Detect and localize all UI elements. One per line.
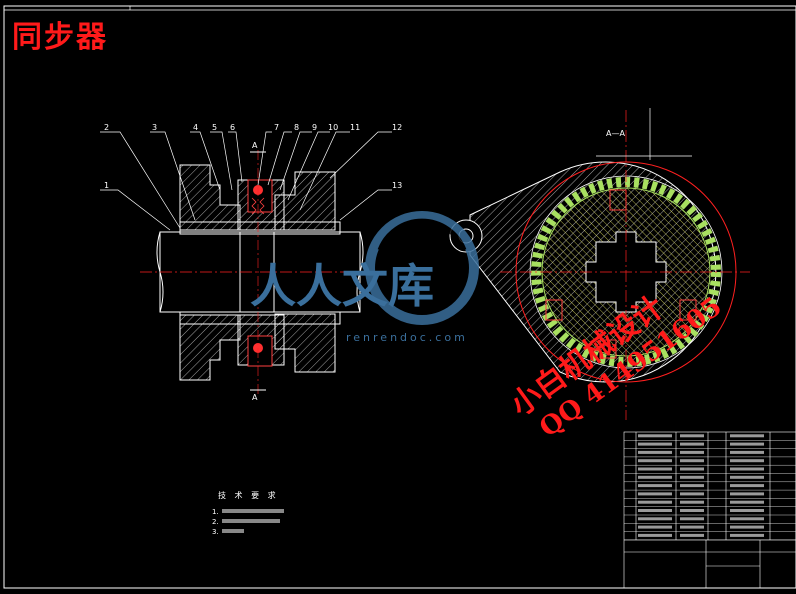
parts-cell-mark <box>638 509 672 512</box>
parts-cell-mark <box>730 434 764 438</box>
parts-cell-mark <box>730 509 764 512</box>
section-a-a-view: A—A <box>449 108 750 420</box>
callout-5: 5 <box>212 123 217 132</box>
parts-cell-mark <box>730 517 764 521</box>
leader-lines <box>100 131 392 231</box>
tech-req-item-2: 2. <box>212 518 219 526</box>
parts-cell-mark <box>680 467 704 471</box>
parts-cell-mark <box>680 500 704 504</box>
gear-right-lower <box>274 313 336 373</box>
parts-list-text-marks <box>638 434 764 537</box>
parts-cell-mark <box>730 475 764 479</box>
callout-9: 9 <box>312 123 317 132</box>
callout-2: 2 <box>104 123 109 132</box>
callout-8: 8 <box>294 123 299 132</box>
tech-req-line-3 <box>222 529 244 533</box>
parts-cell-mark <box>680 475 704 479</box>
parts-cell-mark <box>638 517 672 521</box>
callout-13: 13 <box>392 181 402 190</box>
parts-cell-mark <box>638 484 672 488</box>
tech-req-line-2 <box>222 519 280 523</box>
section-label: A—A <box>606 129 625 138</box>
spline-lower <box>179 311 341 325</box>
parts-cell-mark <box>680 492 704 496</box>
callout-11: 11 <box>350 123 360 132</box>
parts-cell-mark <box>680 533 704 537</box>
callout-7: 7 <box>274 123 279 132</box>
parts-cell-mark <box>638 533 672 537</box>
parts-cell-mark <box>638 492 672 496</box>
tech-req-line-1 <box>222 509 284 513</box>
parts-cell-mark <box>638 442 672 446</box>
gear-left-upper <box>179 164 241 231</box>
callout-10: 10 <box>328 123 338 132</box>
parts-cell-mark <box>680 509 704 512</box>
callout-12: 12 <box>392 123 402 132</box>
parts-cell-mark <box>730 450 764 454</box>
parts-cell-mark <box>730 500 764 504</box>
parts-cell-mark <box>680 525 704 529</box>
renrendoc-logo-icon <box>365 211 479 325</box>
callout-4: 4 <box>193 123 198 132</box>
parts-cell-mark <box>638 500 672 504</box>
callout-3: 3 <box>152 123 157 132</box>
parts-cell-mark <box>680 484 704 488</box>
parts-cell-mark <box>680 434 704 438</box>
part-callouts: 2 3 4 5 6 7 8 9 10 11 12 1 13 <box>104 123 402 190</box>
parts-cell-mark <box>638 434 672 438</box>
parts-cell-mark <box>730 484 764 488</box>
parts-cell-mark <box>680 450 704 454</box>
technical-requirements: 技 术 要 求 1. 2. 3. <box>212 490 284 536</box>
parts-cell-mark <box>638 459 672 463</box>
watermark-site: renrendoc.com <box>346 331 468 344</box>
parts-cell-mark <box>730 459 764 463</box>
tech-req-item-1: 1. <box>212 508 219 516</box>
drawing-frame <box>3 5 796 589</box>
parts-cell-mark <box>638 467 672 471</box>
parts-cell-mark <box>730 525 764 529</box>
parts-cell-mark <box>680 517 704 521</box>
cut-label-bottom: A <box>252 393 258 402</box>
parts-cell-mark <box>638 525 672 529</box>
watermark-logo-text: 人人文库 <box>250 259 434 313</box>
parts-list-rows <box>624 440 796 541</box>
tech-req-item-3: 3. <box>212 528 219 536</box>
parts-cell-mark <box>730 492 764 496</box>
synchro-ring-upper <box>247 179 273 213</box>
drawing-title: 同步器 <box>12 20 108 55</box>
section-view: A A <box>140 141 370 402</box>
spring-upper <box>251 197 265 215</box>
parts-cell-mark <box>680 459 704 463</box>
parts-cell-mark <box>730 533 764 537</box>
cut-label-top: A <box>252 141 258 150</box>
parts-cell-mark <box>638 450 672 454</box>
callout-6: 6 <box>230 123 235 132</box>
parts-cell-mark <box>730 442 764 446</box>
gear-left-lower <box>179 314 241 381</box>
parts-cell-mark <box>638 475 672 479</box>
parts-cell-mark <box>730 467 764 471</box>
parts-cell-mark <box>680 442 704 446</box>
tech-req-title: 技 术 要 求 <box>218 490 279 500</box>
callout-1: 1 <box>104 181 109 190</box>
